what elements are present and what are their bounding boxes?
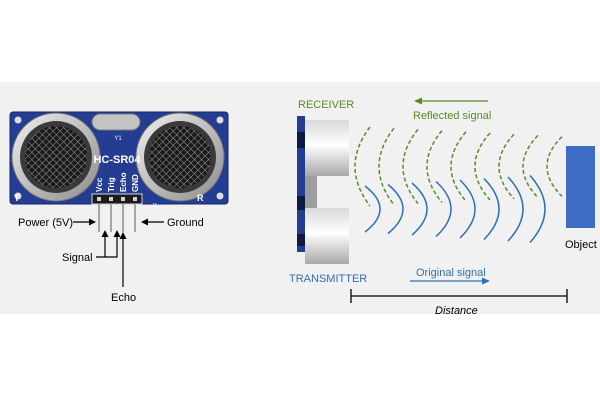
reflected-wave-arc xyxy=(378,127,395,206)
original-signal-label: Original signal xyxy=(416,267,486,279)
transducer-right xyxy=(135,112,225,202)
transmitted-waves xyxy=(364,174,546,244)
module-annotations xyxy=(73,218,164,287)
module-model-label: HC-SR04 xyxy=(93,154,141,166)
transducer-left xyxy=(11,112,101,202)
reflected-wave-arc xyxy=(474,132,491,201)
pin-label-gnd: GND xyxy=(131,174,140,192)
transmitted-wave-arc xyxy=(364,185,381,233)
crystal-oscillator xyxy=(91,113,141,131)
corner-label-t: T xyxy=(14,193,20,203)
crystal-side xyxy=(305,176,317,208)
jumper-label: J1 xyxy=(152,203,158,209)
header-pins xyxy=(97,197,137,201)
transmitted-wave-arc xyxy=(411,182,428,236)
reflected-signal-label: Reflected signal xyxy=(413,110,491,122)
pin-label-vcc: Vcc xyxy=(95,177,104,192)
object-label: Object xyxy=(565,239,597,251)
distance-dimension xyxy=(350,289,568,303)
reflected-wave-arc xyxy=(546,136,563,197)
mount-hole xyxy=(216,116,224,124)
reflected-signal-arrow xyxy=(414,97,488,105)
ground-label: Ground xyxy=(167,217,204,229)
sensor-board-edge xyxy=(297,116,305,252)
mount-hole xyxy=(14,192,22,200)
reflected-wave-arc xyxy=(498,133,515,200)
original-signal-arrow xyxy=(410,277,490,285)
power-label: Power (5V) xyxy=(18,217,73,229)
signal-label: Signal xyxy=(62,252,93,264)
mount-hole xyxy=(14,116,22,124)
pin-label-echo: Echo xyxy=(119,172,128,192)
transmitted-wave-arc xyxy=(387,183,404,235)
transmitter-can xyxy=(305,208,349,264)
object-block xyxy=(566,146,595,228)
pin-header xyxy=(91,193,143,205)
sensor-side-view xyxy=(297,116,349,264)
mount-hole xyxy=(216,192,224,200)
pin-leads xyxy=(98,204,136,232)
transmitted-wave-arc xyxy=(529,174,546,244)
reflected-wave-arc xyxy=(450,131,467,202)
transmitter-label: TRANSMITTER xyxy=(289,273,367,285)
transmitted-wave-arc xyxy=(459,179,476,239)
transmitted-wave-arc xyxy=(483,177,500,241)
reflected-wave-arc xyxy=(402,128,419,205)
hc-sr04-module: Y1 HC-SR04 T R J1 Vcc Trig Echo GND xyxy=(9,111,229,232)
corner-label-r: R xyxy=(197,193,204,203)
pin-label-trig: Trig xyxy=(107,177,116,192)
echo-label: Echo xyxy=(111,292,136,304)
transmitted-wave-arc xyxy=(507,176,524,242)
distance-label: Distance xyxy=(435,305,478,317)
transmitted-wave-arc xyxy=(435,180,452,238)
reflected-wave-arc xyxy=(354,126,371,207)
crystal-label: Y1 xyxy=(114,136,122,142)
receiver-can xyxy=(305,120,349,176)
receiver-label: RECEIVER xyxy=(298,99,354,111)
reflected-waves xyxy=(354,126,563,207)
reflected-wave-arc xyxy=(426,130,443,203)
reflected-wave-arc xyxy=(522,134,539,199)
